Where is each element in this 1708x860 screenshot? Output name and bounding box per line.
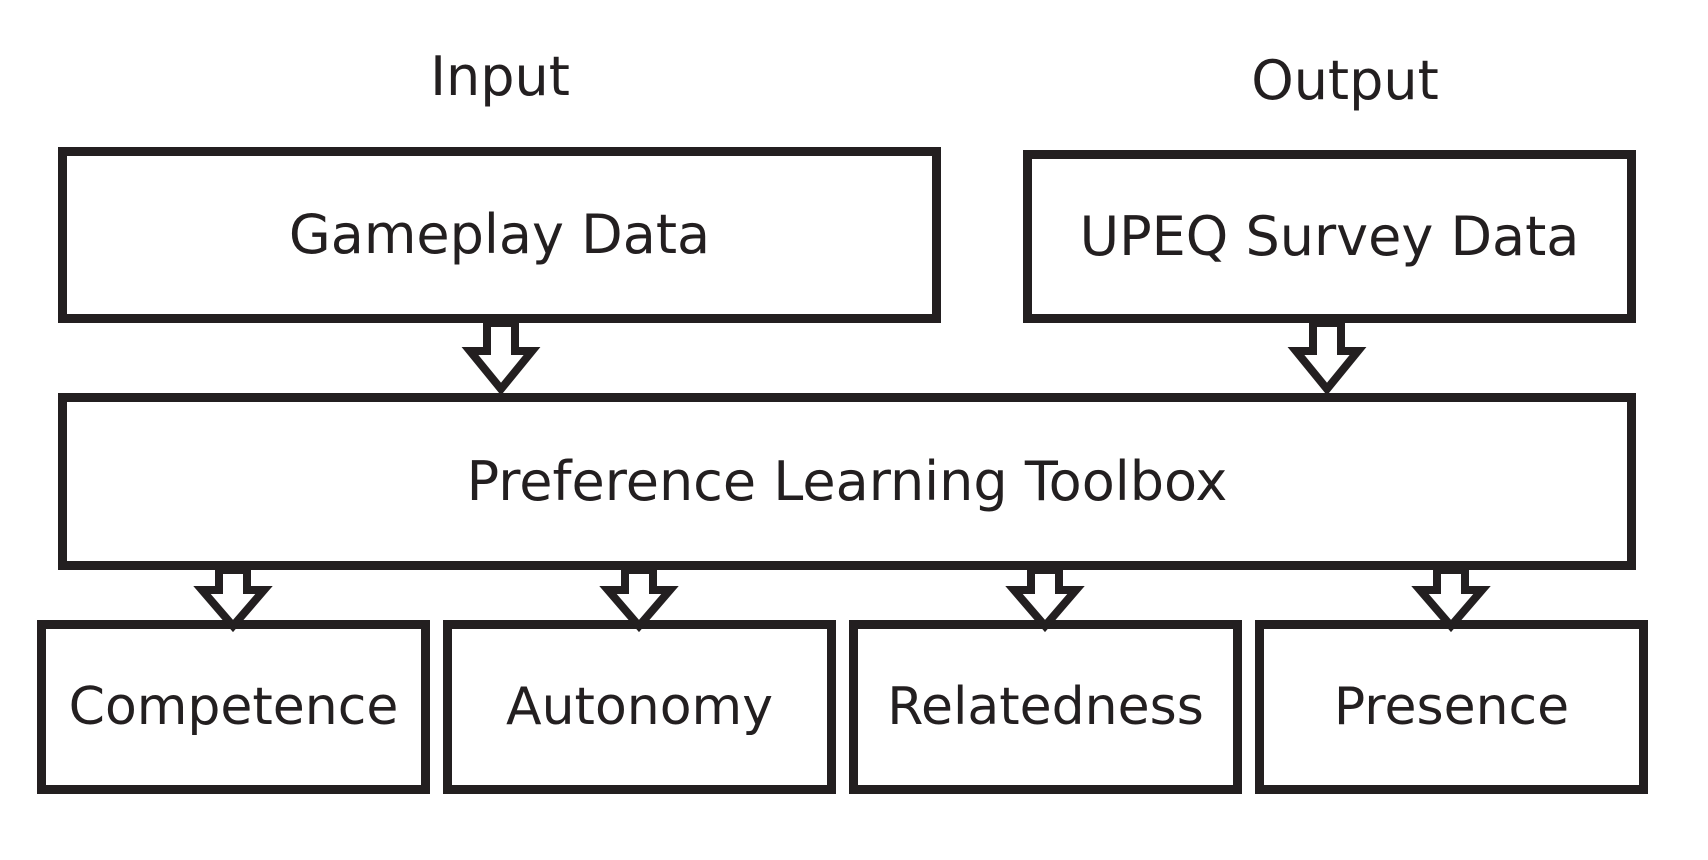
gameplay-data-label: Gameplay Data — [288, 203, 711, 266]
input-heading: Input — [430, 45, 570, 108]
arrow-upeq-to-toolbox — [1287, 319, 1367, 396]
relatedness-label: Relatedness — [887, 677, 1204, 737]
autonomy-box: Autonomy — [443, 620, 836, 794]
preference-learning-toolbox-box: Preference Learning Toolbox — [58, 393, 1636, 570]
gameplay-data-box: Gameplay Data — [58, 147, 941, 323]
output-heading: Output — [1251, 49, 1439, 112]
arrow-toolbox-to-autonomy — [599, 566, 679, 633]
upeq-survey-data-label: UPEQ Survey Data — [1079, 204, 1580, 268]
autonomy-label: Autonomy — [506, 677, 773, 737]
presence-box: Presence — [1255, 620, 1648, 794]
competence-box: Competence — [37, 620, 430, 794]
competence-label: Competence — [68, 677, 399, 737]
arrow-toolbox-to-competence — [193, 566, 273, 633]
upeq-survey-data-box: UPEQ Survey Data — [1023, 150, 1636, 323]
arrow-gameplay-to-toolbox — [461, 319, 541, 396]
preference-learning-toolbox-label: Preference Learning Toolbox — [466, 449, 1228, 513]
arrow-toolbox-to-presence — [1411, 566, 1491, 633]
arrow-toolbox-to-relatedness — [1005, 566, 1085, 633]
presence-label: Presence — [1333, 677, 1570, 737]
